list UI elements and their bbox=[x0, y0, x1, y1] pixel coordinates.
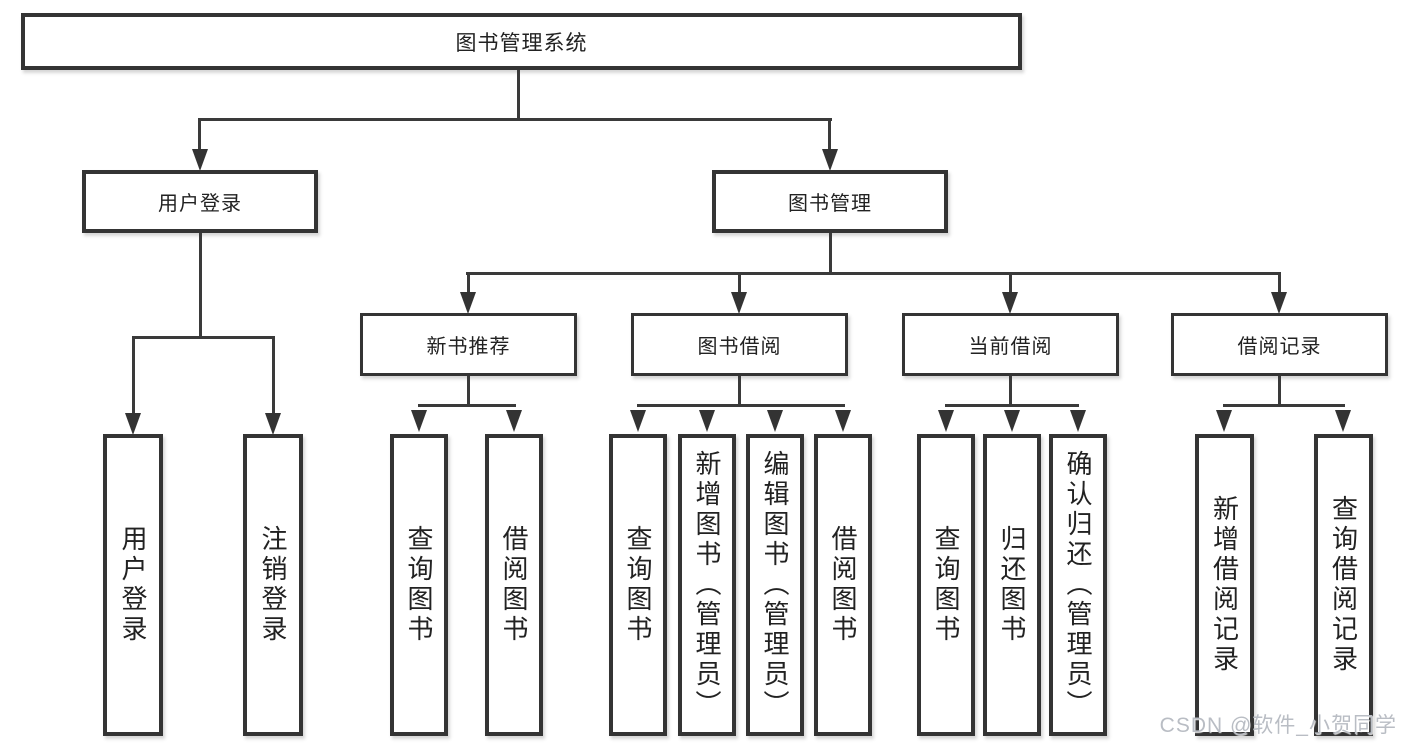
leaf-user-login: 用户登录 bbox=[103, 434, 163, 736]
leaf-borrow-books-recommend-label: 借阅图书 bbox=[499, 525, 529, 645]
node-user-login-label: 用户登录 bbox=[158, 193, 242, 215]
leaf-user-login-label: 用户登录 bbox=[118, 525, 148, 645]
node-root: 图书管理系统 bbox=[21, 13, 1022, 70]
arrow-down-icon bbox=[265, 413, 281, 435]
node-borrowing-records: 借阅记录 bbox=[1171, 313, 1388, 376]
arrow-down-icon bbox=[411, 410, 427, 432]
connector-line bbox=[738, 272, 741, 294]
arrow-down-icon bbox=[1271, 292, 1287, 314]
leaf-edit-book-admin: 编辑图书（管理员） bbox=[746, 434, 804, 736]
arrow-down-icon bbox=[1004, 410, 1020, 432]
arrow-down-icon bbox=[1070, 410, 1086, 432]
node-root-label: 图书管理系统 bbox=[455, 31, 588, 55]
node-current-borrowing: 当前借阅 bbox=[902, 313, 1119, 376]
leaf-logout: 注销登录 bbox=[243, 434, 303, 736]
connector-line bbox=[199, 233, 202, 336]
node-borrowing-records-label: 借阅记录 bbox=[1237, 336, 1322, 358]
leaf-add-borrow-record-label: 新增借阅记录 bbox=[1209, 495, 1240, 675]
node-new-book-recommendation-label: 新书推荐 bbox=[426, 336, 511, 358]
connector-line bbox=[132, 336, 135, 415]
leaf-query-books-recommend: 查询图书 bbox=[390, 434, 448, 736]
leaf-add-book-admin: 新增图书（管理员） bbox=[678, 434, 736, 736]
connector-line bbox=[945, 404, 1079, 407]
connector-line bbox=[467, 272, 470, 294]
arrow-down-icon bbox=[460, 292, 476, 314]
leaf-add-borrow-record: 新增借阅记录 bbox=[1195, 434, 1254, 736]
arrow-down-icon bbox=[1335, 410, 1351, 432]
arrow-down-icon bbox=[125, 413, 141, 435]
arrow-down-icon bbox=[767, 410, 783, 432]
node-new-book-recommendation: 新书推荐 bbox=[360, 313, 577, 376]
leaf-query-borrow-record: 查询借阅记录 bbox=[1314, 434, 1373, 736]
leaf-query-borrow-record-label: 查询借阅记录 bbox=[1328, 495, 1359, 675]
connector-line bbox=[637, 404, 845, 407]
arrow-down-icon bbox=[938, 410, 954, 432]
connector-line bbox=[1009, 272, 1012, 294]
connector-line bbox=[1278, 272, 1281, 294]
connector-line bbox=[517, 70, 520, 118]
connector-line bbox=[1278, 376, 1281, 404]
node-book-management: 图书管理 bbox=[712, 170, 948, 233]
connector-line bbox=[198, 118, 201, 152]
connector-line bbox=[466, 272, 1281, 275]
leaf-confirm-return-admin-label: 确认归还（管理员） bbox=[1063, 450, 1093, 720]
leaf-logout-label: 注销登录 bbox=[258, 525, 288, 645]
leaf-borrow-books-borrow: 借阅图书 bbox=[814, 434, 872, 736]
leaf-query-books-current-label: 查询图书 bbox=[931, 525, 961, 645]
connector-line bbox=[198, 118, 832, 121]
leaf-confirm-return-admin: 确认归还（管理员） bbox=[1049, 434, 1107, 736]
leaf-query-books-recommend-label: 查询图书 bbox=[404, 525, 434, 645]
leaf-return-books: 归还图书 bbox=[983, 434, 1041, 736]
connector-line bbox=[418, 404, 516, 407]
arrow-down-icon bbox=[1002, 292, 1018, 314]
leaf-borrow-books-recommend: 借阅图书 bbox=[485, 434, 543, 736]
arrow-down-icon bbox=[1216, 410, 1232, 432]
leaf-return-books-label: 归还图书 bbox=[997, 525, 1027, 645]
leaf-query-books-current: 查询图书 bbox=[917, 434, 975, 736]
connector-line bbox=[467, 376, 470, 404]
arrow-down-icon bbox=[731, 292, 747, 314]
connector-line bbox=[1223, 404, 1345, 407]
node-book-borrowing: 图书借阅 bbox=[631, 313, 848, 376]
arrow-down-icon bbox=[630, 410, 646, 432]
arrow-down-icon bbox=[699, 410, 715, 432]
connector-line bbox=[1009, 376, 1012, 404]
leaf-query-books-borrow: 查询图书 bbox=[609, 434, 667, 736]
leaf-borrow-books-borrow-label: 借阅图书 bbox=[828, 525, 858, 645]
connector-line bbox=[738, 376, 741, 404]
arrow-down-icon bbox=[192, 149, 208, 171]
watermark: CSDN @软件_小贺同学 bbox=[1159, 714, 1397, 737]
connector-line bbox=[829, 233, 832, 272]
connector-line bbox=[272, 336, 275, 415]
leaf-add-book-admin-label: 新增图书（管理员） bbox=[692, 450, 722, 720]
leaf-edit-book-admin-label: 编辑图书（管理员） bbox=[760, 450, 790, 720]
arrow-down-icon bbox=[822, 149, 838, 171]
node-book-borrowing-label: 图书借阅 bbox=[697, 336, 782, 358]
arrow-down-icon bbox=[835, 410, 851, 432]
node-book-management-label: 图书管理 bbox=[788, 193, 872, 215]
arrow-down-icon bbox=[506, 410, 522, 432]
node-current-borrowing-label: 当前借阅 bbox=[968, 336, 1053, 358]
connector-line bbox=[132, 336, 275, 339]
connector-line bbox=[828, 118, 831, 152]
node-user-login: 用户登录 bbox=[82, 170, 318, 233]
leaf-query-books-borrow-label: 查询图书 bbox=[623, 525, 653, 645]
